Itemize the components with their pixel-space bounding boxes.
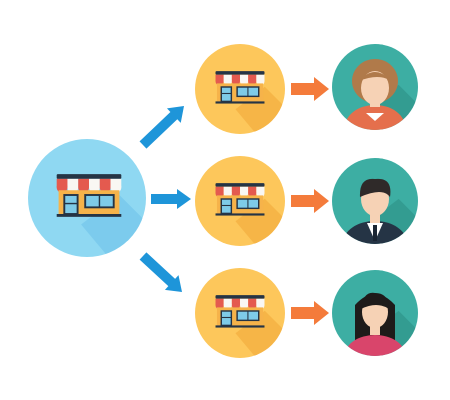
store-icon xyxy=(215,71,265,104)
flow-arrow xyxy=(151,189,191,209)
customer-node xyxy=(332,270,418,356)
arrow-right-icon xyxy=(291,301,329,325)
man-avatar-icon xyxy=(343,178,407,244)
branch-store-node xyxy=(195,44,285,134)
store-icon xyxy=(215,183,265,216)
flow-arrow xyxy=(139,252,182,292)
store-icon xyxy=(56,174,122,217)
arrow-right-icon xyxy=(291,189,329,213)
woman-avatar-icon xyxy=(345,292,405,356)
store-icon xyxy=(215,295,265,328)
arrow-right-icon xyxy=(291,77,329,101)
woman-avatar-icon xyxy=(345,59,405,130)
customer-node xyxy=(332,44,418,130)
flow-arrow xyxy=(139,105,184,149)
branch-store-node xyxy=(195,268,285,358)
branch-store-node xyxy=(195,156,285,246)
customer-node xyxy=(332,158,418,244)
